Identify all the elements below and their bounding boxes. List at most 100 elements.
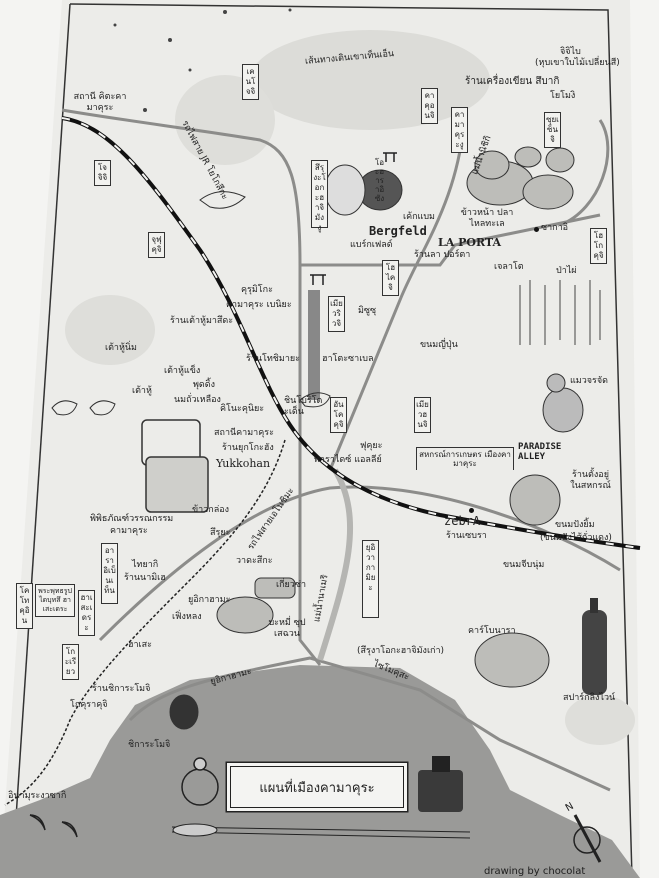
label-baumkuchen: เค้กแบม bbox=[403, 212, 435, 222]
nameri-river bbox=[317, 468, 353, 661]
shrine-hachimangu[interactable]: สึรุงะโอกะฮาจิมังงู bbox=[311, 160, 328, 232]
label-old-hachiman[interactable]: (สึรุงาโอกะฮาจิมังเก่า) bbox=[357, 646, 445, 656]
temple-kenchoji[interactable]: เคนโจจิ bbox=[242, 64, 259, 100]
temple-zuisenji[interactable]: ซุยเซ็นจิ bbox=[544, 112, 561, 148]
yukkohan-logo: Yukkohan bbox=[216, 457, 271, 470]
temple-myohonji[interactable]: เมียวฮนจิ bbox=[414, 397, 431, 433]
label-smile-bread: ขนมปังยิ้ม bbox=[555, 520, 595, 530]
map-title-text: แผนที่เมืองคามาคุระ bbox=[259, 780, 375, 796]
bamboo-forest bbox=[519, 280, 601, 345]
label-eel-rice[interactable]: ข้าวหน้า ปลาไหลทะเล bbox=[460, 208, 514, 229]
food-illustrations bbox=[169, 146, 575, 730]
label-tofu-shop[interactable]: ร้านเต้าหู้มาสึดะ bbox=[170, 316, 234, 326]
label-smile-bread-note: (ขนมปังไส้ถั่วแดง) bbox=[540, 533, 612, 543]
temple-ankokuji[interactable]: อันโคคุจิ bbox=[330, 397, 347, 433]
label-bento: ข้าวกล่อง bbox=[192, 505, 230, 515]
label-gokurakuji[interactable]: โกคุราคุจิ bbox=[70, 700, 108, 710]
label-hase[interactable]: ฮาเสะ bbox=[128, 640, 152, 650]
label-wadazuka[interactable]: วาดะสึกะ bbox=[236, 556, 273, 566]
cat-illustration bbox=[542, 373, 584, 433]
label-gyoza: เกี่ยวซ่า bbox=[276, 580, 307, 590]
map-title: แผนที่เมืองคามาคุระ bbox=[230, 766, 404, 808]
label-paradise-alley[interactable]: พาราไดซ์ แอลลีย์ bbox=[314, 455, 382, 465]
label-soy-milk: นมถั่วเหลือง bbox=[174, 395, 221, 405]
label-fenglong[interactable]: เฟิ่งหลง bbox=[172, 612, 202, 622]
label-namihei[interactable]: ร้านนามิเฮ bbox=[124, 573, 166, 583]
temple-goryo[interactable]: โกะเรียว bbox=[62, 644, 79, 680]
paradise-alley-logo: PARADISE ALLEY bbox=[518, 442, 562, 462]
label-zebra[interactable]: ร้านเซบรา bbox=[446, 531, 487, 541]
temple-myoryuji[interactable]: เมียวริวจิ bbox=[328, 296, 345, 332]
label-wagashi: ขนมญี่ปุ่น bbox=[420, 340, 458, 350]
label-beniya[interactable]: คามาคุระ เบนิยะ bbox=[226, 300, 292, 310]
label-bergfeld[interactable]: แบร์กเฟลด์ bbox=[350, 240, 393, 250]
zebra-logo: zebrA bbox=[444, 514, 481, 528]
page-border-left bbox=[11, 3, 71, 878]
credit-text: drawing by chocolat bbox=[484, 866, 586, 877]
wakamiya-oji-street bbox=[308, 290, 320, 400]
stars bbox=[113, 8, 292, 112]
label-firm-tofu: เต้าหู้แข็ง bbox=[164, 366, 201, 376]
label-taiyaki: ไทยากิ bbox=[132, 560, 159, 570]
label-shinbori[interactable]: ชินโบริโดะเด็น bbox=[284, 396, 323, 417]
page-border bbox=[69, 3, 633, 878]
label-laporta[interactable]: ร้านลา ปอร์ตา bbox=[414, 250, 471, 260]
label-tsuruya[interactable]: สึรุยะ bbox=[210, 528, 231, 538]
great-buddha-box[interactable]: พระพุทธรูปไดบุทสึ ฮาเสะเดระ bbox=[35, 584, 75, 617]
label-carbonara: คาร์โบนารา bbox=[468, 626, 516, 636]
label-fukuya[interactable]: ฟุคุยะ bbox=[360, 441, 383, 451]
label-sakai[interactable]: ซากาอิ bbox=[541, 223, 569, 233]
label-chikaramochi: ชิการะโมจิ bbox=[128, 740, 171, 750]
ink-bottle-illustration bbox=[418, 756, 463, 812]
label-kurumiko[interactable]: คุรุมิโกะ bbox=[241, 285, 273, 295]
label-gelato: เจลาโต bbox=[494, 262, 524, 272]
label-kamakura-station[interactable]: สถานีคามาคุระ bbox=[214, 428, 274, 438]
temple-kotokuin[interactable]: โคโทคุอิน bbox=[16, 583, 33, 629]
compass-icon bbox=[573, 814, 602, 863]
label-hato-sable: ฮาโตะซาเบล bbox=[322, 354, 374, 364]
label-toshimaya[interactable]: ร้านโทชิมายะ bbox=[246, 354, 301, 364]
label-tofu: เต้าหู้ bbox=[132, 386, 152, 396]
temple-kakuonji[interactable]: คาคุอนจิ bbox=[421, 88, 438, 124]
label-stationery-shop[interactable]: ร้านเครื่องเขียน สึบากิ bbox=[465, 76, 560, 87]
label-chichibu[interactable]: จิจิไบ bbox=[560, 47, 581, 57]
label-kinokuniya[interactable]: คิโนะคุนิยะ bbox=[220, 404, 265, 414]
roads bbox=[61, 108, 621, 792]
label-chikara-shop[interactable]: ร้านชิการะโมจิ bbox=[92, 684, 151, 694]
label-oharai[interactable]: โอะฮาราอิซัง bbox=[374, 158, 385, 203]
ring-illustration bbox=[181, 757, 219, 806]
laporta-logo: LA PORTA bbox=[438, 236, 502, 249]
temple-hokokuji[interactable]: โฮโกคุจิ bbox=[590, 228, 607, 264]
label-dumpling: ขนมจีบนุ่ม bbox=[503, 560, 545, 570]
temple-jufukuji[interactable]: จุฟุคุจิ bbox=[148, 232, 165, 258]
label-in-coop: ร้านตั้งอยู่ ในสหกรณ์ bbox=[570, 470, 611, 491]
label-museum[interactable]: พิพิธภัณฑ์วรรณกรรม bbox=[90, 514, 174, 524]
shrine-kamakuragu[interactable]: คามาคุระงู bbox=[451, 107, 468, 153]
shrine-zeniarai[interactable]: อาราอิเบ็นเท็น bbox=[101, 543, 118, 604]
label-kita-kamakura-station[interactable]: สถานี คิตะคามาคุระ bbox=[73, 92, 127, 113]
label-yomogi[interactable]: โยโมงิ bbox=[550, 91, 576, 101]
enoden-railway bbox=[4, 439, 286, 806]
sakai-marker bbox=[534, 227, 539, 232]
bird-icons bbox=[51, 191, 331, 416]
label-inamuragasaki[interactable]: อินามุระงาซากิ bbox=[8, 791, 67, 801]
label-misuzu[interactable]: มิซูซุ bbox=[358, 306, 377, 316]
label-yuigahama-station[interactable]: ยูอิกาฮามะ bbox=[188, 595, 231, 605]
label-stray-cat: แมวจรจัด bbox=[570, 376, 609, 386]
label-chichibu-note: (หุบเขาใบไม้เปลี่ยนสี) bbox=[535, 58, 620, 68]
label-sparkling-wine: สปาร์กลิงไวน์ bbox=[563, 693, 616, 703]
shrine-gates bbox=[310, 152, 397, 285]
shrine-yuiwakamiya[interactable]: ยุอิวากามิยะ bbox=[362, 540, 379, 618]
label-museum-2[interactable]: คามาคุระ bbox=[110, 526, 148, 536]
temple-hokaiji[interactable]: โฮไคจิ bbox=[382, 260, 399, 296]
temple-jochiji[interactable]: โจจิจิ bbox=[94, 160, 111, 186]
label-soft-tofu: เต้าหู้นิ่ม bbox=[105, 343, 137, 353]
bergfeld-logo: Bergfeld bbox=[369, 224, 427, 238]
label-yukkohan-shop[interactable]: ร้านยุกโกะฮัง bbox=[222, 443, 274, 453]
pen-illustration bbox=[171, 823, 471, 839]
label-bamboo-forest[interactable]: ป่าไผ่ bbox=[556, 266, 577, 276]
bento-illustration bbox=[141, 419, 209, 513]
temple-hasedera[interactable]: ฮาเสะเดระ bbox=[78, 590, 95, 636]
label-coop[interactable]: สหกรณ์การเกษตร เมืองคามาคุระ bbox=[416, 447, 514, 470]
label-pudding: พุดดิ้ง bbox=[193, 380, 216, 390]
